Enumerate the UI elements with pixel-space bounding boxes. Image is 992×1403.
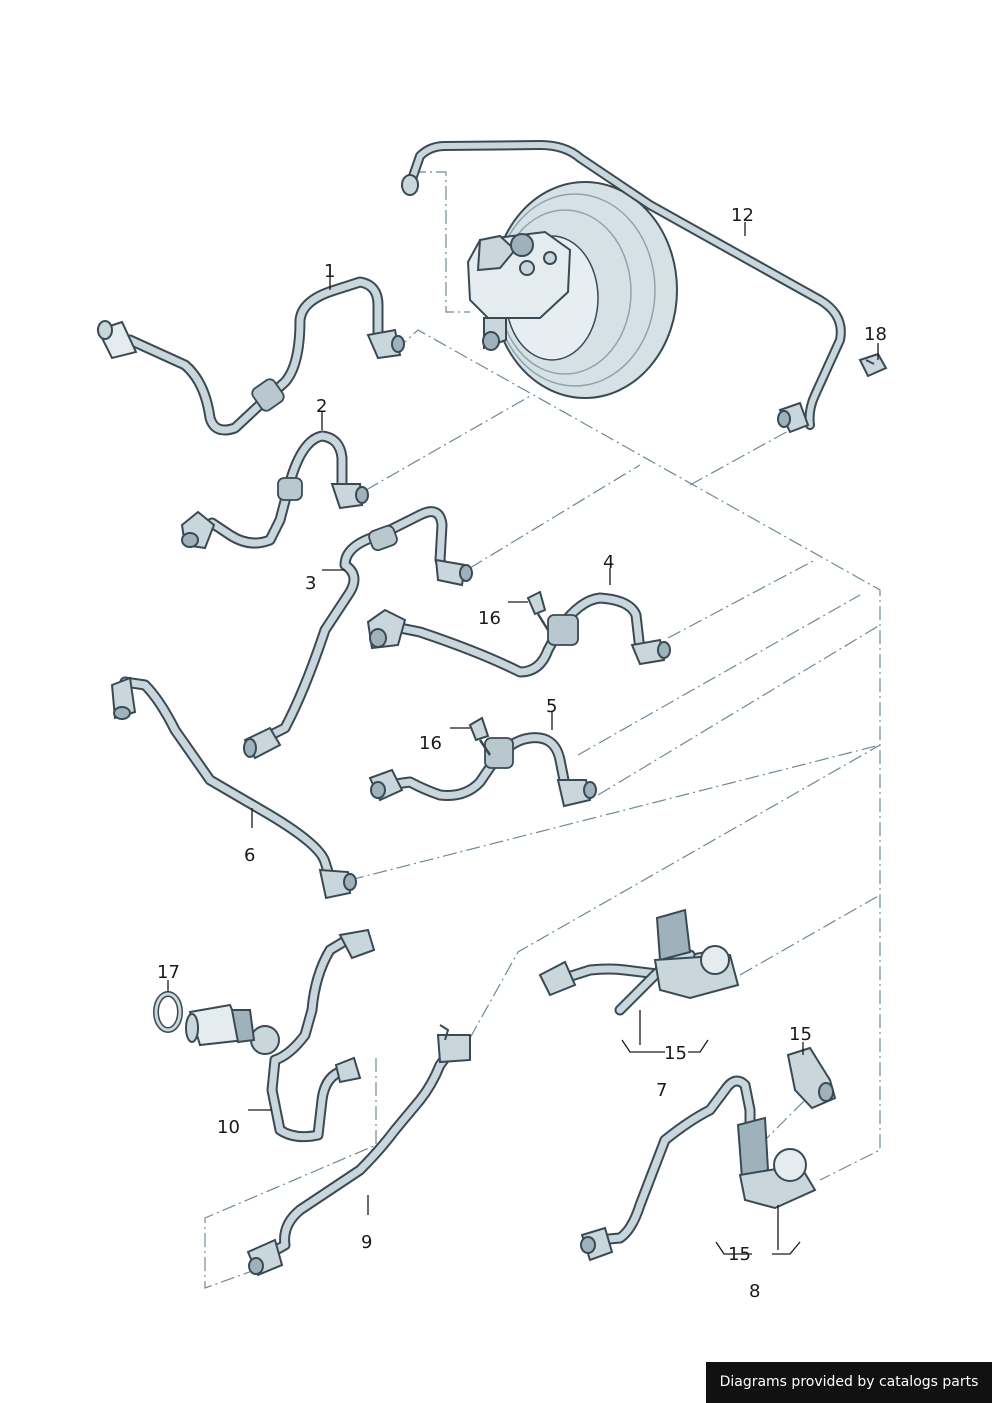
label-2: 2 [316,396,327,417]
label-leaders [167,222,879,1255]
label-15-7: 15 [664,1043,687,1064]
label-9: 9 [361,1232,372,1253]
hose-10 [185,928,376,1143]
hose-9 [246,1024,471,1277]
valve-16-upper [526,590,550,631]
hose-5 [368,732,597,808]
label-12: 12 [731,205,754,226]
label-17: 17 [157,962,180,983]
hose-4 [366,592,671,678]
clamp-17 [153,991,183,1033]
valve-16-lower [468,716,492,756]
label-6: 6 [244,845,255,866]
hose-6 [110,676,357,900]
reference-lines [204,171,881,1289]
hose-2 [180,430,369,550]
label-5: 5 [546,696,557,717]
label-15-8: 15 [728,1244,751,1265]
hose-7 [538,908,740,1016]
label-16-upper: 16 [478,608,501,629]
label-15-top: 15 [789,1024,812,1045]
label-16-lower: 16 [419,733,442,754]
watermark-banner: Diagrams provided by catalogs parts [706,1362,992,1403]
label-10: 10 [217,1117,240,1138]
label-3: 3 [305,573,316,594]
hose-3 [243,506,473,760]
label-1: 1 [324,261,335,282]
clip-18 [858,352,888,378]
label-4: 4 [603,552,614,573]
part-labels: 1 2 3 4 5 6 7 8 9 10 12 15 15 15 16 16 1… [157,205,887,1302]
brake-booster [466,181,678,399]
hose-8 [580,1046,837,1262]
label-7: 7 [656,1080,667,1101]
label-8: 8 [749,1281,760,1302]
hose-1 [96,276,405,436]
hose-12 [401,140,846,434]
label-18: 18 [864,324,887,345]
